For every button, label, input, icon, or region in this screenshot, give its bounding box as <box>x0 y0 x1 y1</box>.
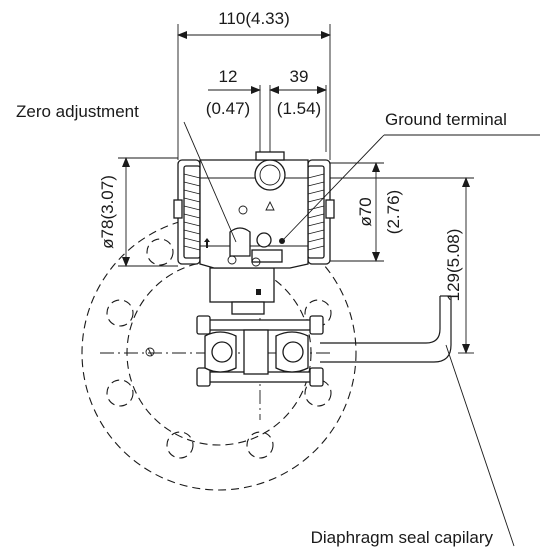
bolt-hole <box>106 379 134 407</box>
dim-label: 12 <box>219 67 238 86</box>
dim-label: ø70 <box>356 197 375 226</box>
ground-terminal-label: Ground terminal <box>385 110 507 129</box>
transmitter-housing <box>173 151 335 269</box>
capsule-assembly <box>145 267 324 387</box>
dim-label: 129(5.08) <box>444 229 463 302</box>
bolt-hole <box>246 431 274 459</box>
dim-label: 110(4.33) <box>218 9 290 28</box>
dim-label: (1.54) <box>277 99 321 118</box>
bolt-hole <box>106 299 134 327</box>
bolt-hole <box>304 379 332 407</box>
bolt-hole <box>166 431 194 459</box>
dim-cover-diameter: ø70 (2.76) <box>330 162 403 262</box>
dim-housing-diameter: ø78(3.07) <box>98 157 178 267</box>
dim-label: ø78(3.07) <box>98 175 117 249</box>
dim-label: 39 <box>290 67 309 86</box>
capillary-tube <box>320 295 452 363</box>
callout-zero-adjustment: Zero adjustment <box>16 102 237 243</box>
dim-label: (0.47) <box>206 99 250 118</box>
zero-adjustment-label: Zero adjustment <box>16 102 139 121</box>
diaphragm-seal-label: Diaphragm seal capilary <box>311 528 494 547</box>
bolt-hole <box>146 238 174 266</box>
dim-overall-width: 110(4.33) <box>177 9 331 160</box>
callout-ground-terminal: Ground terminal <box>282 110 540 241</box>
dim-label: (2.76) <box>384 190 403 234</box>
dim-height: 129(5.08) <box>330 177 474 354</box>
dim-offsets: 12 (0.47) 39 (1.54) <box>206 67 327 152</box>
callout-diaphragm-seal: Diaphragm seal capilary <box>311 344 515 547</box>
